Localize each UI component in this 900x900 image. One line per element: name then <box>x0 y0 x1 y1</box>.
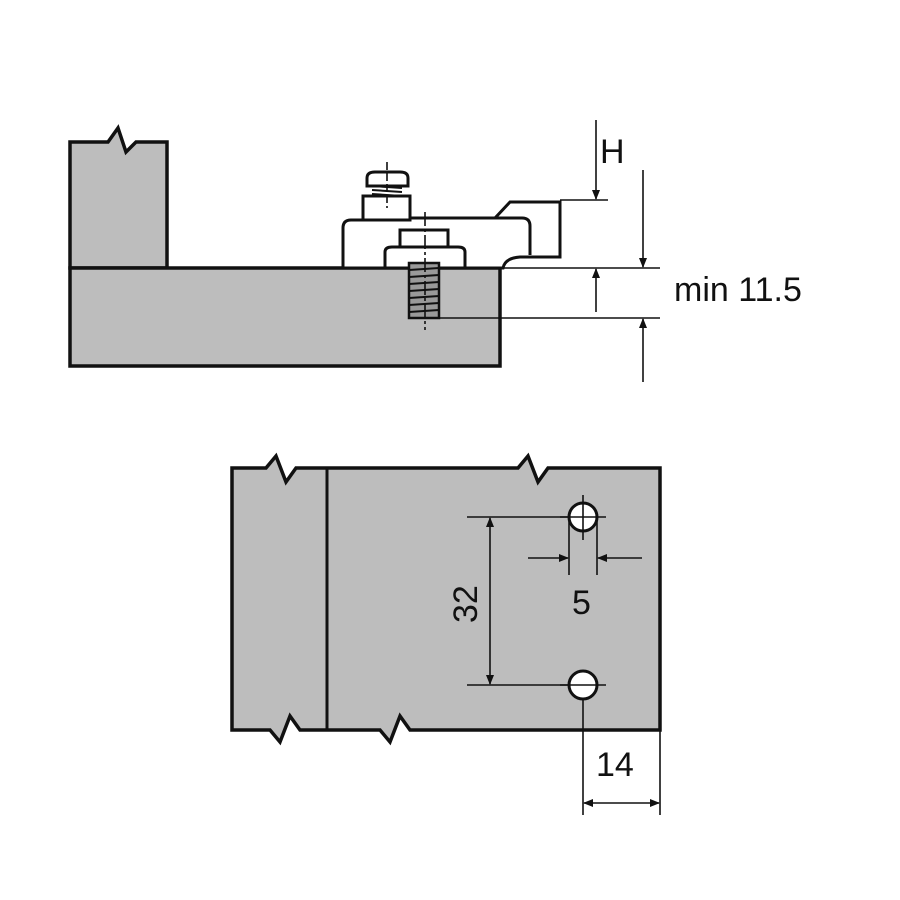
edge-distance-label: 14 <box>596 746 634 784</box>
top-panel <box>230 452 662 746</box>
height-label: H <box>600 133 625 171</box>
hole-diameter-label: 5 <box>572 584 591 622</box>
hole-spacing-label: 32 <box>447 585 485 623</box>
dimension-32: 32 <box>447 516 570 686</box>
dimension-5: 5 <box>528 517 642 622</box>
fixing-screw-head <box>398 228 450 249</box>
dimension-h: H <box>500 120 660 312</box>
mounting-plate <box>341 162 562 330</box>
dimension-14: 14 <box>582 700 661 815</box>
vertical-side-panel <box>68 124 169 270</box>
top-view: 32 5 14 <box>230 452 662 815</box>
min-depth-label: min 11.5 <box>674 271 802 309</box>
dimension-min-depth: min 11.5 <box>440 170 802 382</box>
side-view: H min 11.5 <box>68 120 802 382</box>
